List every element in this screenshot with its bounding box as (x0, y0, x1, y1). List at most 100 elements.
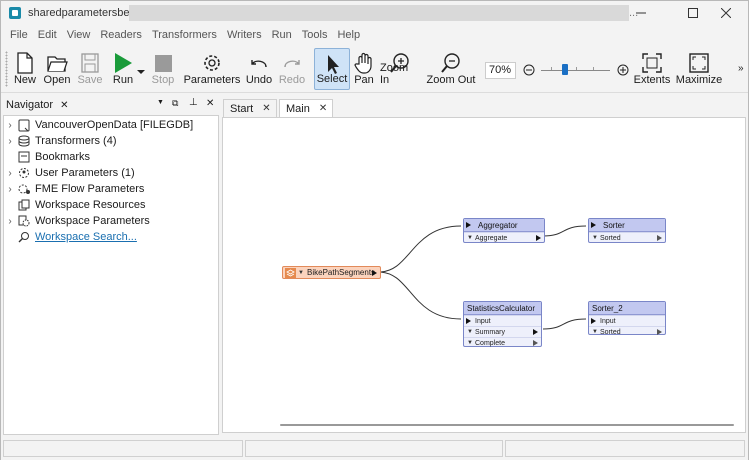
restore-button[interactable] (671, 1, 715, 25)
run-dropdown[interactable] (136, 48, 146, 90)
maximize-view-button[interactable]: Maximize (676, 48, 722, 90)
input-port-icon[interactable] (466, 222, 471, 228)
output-port-icon[interactable] (536, 235, 541, 241)
tree-item-workspace-resources[interactable]: Workspace Resources (4, 197, 145, 213)
output-port-icon[interactable] (657, 235, 662, 241)
expand-chevron-icon[interactable]: › (8, 135, 12, 147)
transformer-sorter[interactable]: Sorter ▼ Sorted (588, 218, 666, 243)
transformer-header[interactable]: Aggregator (464, 219, 544, 232)
input-port-icon[interactable] (591, 222, 596, 228)
run-label: Run (112, 74, 134, 86)
tab-start[interactable]: Start ✕ (223, 99, 277, 117)
undo-button[interactable]: Undo (244, 48, 274, 90)
zoom-slider-track[interactable] (541, 70, 610, 71)
search-icon (16, 230, 32, 244)
redo-button[interactable]: Redo (278, 48, 306, 90)
transformer-header[interactable]: Sorter_2 (589, 302, 665, 315)
close-tab-icon[interactable]: ✕ (262, 103, 271, 114)
zoom-level-field[interactable]: 70% (485, 62, 516, 79)
navigator-menu-icon[interactable]: ▼ (157, 99, 164, 106)
navigator-title: Navigator (6, 99, 54, 111)
toolbar-overflow-button[interactable]: » (738, 63, 744, 74)
select-tool-button[interactable]: Select (314, 48, 350, 90)
output-port-sorted[interactable]: ▼ Sorted (589, 232, 665, 243)
navigator-panel-close-icon[interactable]: ✕ (206, 98, 215, 109)
output-port-complete[interactable]: ▼ Complete (464, 337, 541, 348)
port-label: Sorted (600, 234, 621, 242)
tree-item-bookmarks[interactable]: Bookmarks (4, 149, 90, 165)
zoom-plus-icon[interactable] (617, 64, 629, 76)
transformer-statisticscalculator[interactable]: StatisticsCalculator Input ▼ Summary ▼ C… (463, 301, 542, 347)
minimize-button[interactable] (619, 1, 663, 25)
parameters-button[interactable]: Parameters (184, 48, 240, 90)
expand-chevron-icon[interactable]: ▼ (298, 270, 304, 276)
menu-writers[interactable]: Writers (226, 29, 262, 41)
tree-item-reader[interactable]: › VancouverOpenData [FILEGDB] (4, 117, 193, 133)
run-button[interactable]: Run (110, 48, 136, 90)
zoom-in-button[interactable]: Zoom In (380, 48, 420, 90)
output-port-icon[interactable] (533, 329, 538, 335)
menu-tools[interactable]: Tools (301, 29, 328, 41)
navigator-close-icon[interactable]: ✕ (60, 99, 69, 111)
input-port-icon[interactable] (466, 318, 471, 324)
menu-transformers[interactable]: Transformers (151, 29, 217, 41)
output-port-icon[interactable] (533, 340, 538, 346)
expand-chevron-icon[interactable]: › (8, 119, 12, 131)
port-label: Input (475, 317, 491, 325)
tree-item-label: FME Flow Parameters (35, 183, 145, 195)
transformer-aggregator[interactable]: Aggregator ▼ Aggregate (463, 218, 545, 243)
navigator-pin-icon[interactable]: ⊥ (189, 97, 198, 108)
stop-button[interactable]: Stop (149, 48, 177, 90)
gear-icon (204, 55, 220, 71)
tree-item-workspace-parameters[interactable]: › Workspace Parameters (4, 213, 149, 229)
save-button[interactable]: Save (76, 48, 104, 90)
canvas-horizontal-scrollbar[interactable] (280, 424, 734, 426)
close-window-button[interactable] (704, 1, 748, 25)
menu-file[interactable]: File (10, 29, 28, 41)
menu-run[interactable]: Run (271, 29, 292, 41)
menu-view[interactable]: View (66, 29, 91, 41)
output-port-icon[interactable] (372, 270, 377, 276)
new-file-icon (17, 52, 33, 74)
input-port-icon[interactable] (591, 318, 596, 324)
output-port-summary[interactable]: ▼ Summary (464, 326, 541, 337)
expand-chevron-icon[interactable]: › (8, 167, 12, 179)
transformer-header[interactable]: Sorter (589, 219, 665, 232)
menu-help[interactable]: Help (337, 29, 361, 41)
extents-button[interactable]: Extents (634, 48, 670, 90)
output-port-sorted[interactable]: ▼ Sorted (589, 326, 665, 337)
expand-chevron-icon[interactable]: › (8, 183, 12, 195)
chevron-down-icon: ▼ (467, 340, 473, 346)
connection-reader-statistics (378, 271, 462, 320)
workspace-search-link[interactable]: Workspace Search... (35, 231, 137, 243)
reader-feature-type[interactable]: ▼ BikePathSegments (282, 266, 381, 279)
connection-statistics-sorter2 (542, 318, 587, 330)
menu-edit[interactable]: Edit (37, 29, 57, 41)
navigator-panel: Navigator ✕ ▼ ⧉ ⊥ ✕ › VancouverOpenData … (1, 95, 220, 436)
pan-tool-button[interactable]: Pan (351, 48, 377, 90)
zoom-minus-icon[interactable] (523, 64, 535, 76)
tree-item-workspace-search[interactable]: Workspace Search... (4, 229, 137, 245)
tree-item-user-parameters[interactable]: › User Parameters (1) (4, 165, 134, 181)
window-title: sharedparametersbegin ( (28, 7, 151, 19)
tree-item-flow-parameters[interactable]: › FME Flow Parameters (4, 181, 144, 197)
title-bar: sharedparametersbegin ( ... (1, 1, 748, 25)
output-port-icon[interactable] (657, 329, 662, 335)
zoom-in-icon (390, 53, 409, 73)
expand-chevron-icon[interactable]: › (8, 215, 12, 227)
input-port-input[interactable]: Input (464, 315, 541, 326)
close-tab-icon[interactable]: ✕ (318, 103, 328, 114)
navigator-float-icon[interactable]: ⧉ (172, 98, 179, 108)
input-port-input[interactable]: Input (589, 315, 665, 326)
transformer-sorter-2[interactable]: Sorter_2 Input ▼ Sorted (588, 301, 666, 337)
zoom-out-button[interactable]: Zoom Out (426, 48, 476, 90)
menu-readers[interactable]: Readers (100, 29, 142, 41)
new-button[interactable]: New (11, 48, 39, 90)
transformer-header[interactable]: StatisticsCalculator (464, 302, 541, 315)
tab-main[interactable]: Main ✕ (279, 99, 333, 117)
tree-item-transformers[interactable]: › Transformers (4) (4, 133, 116, 149)
zoom-slider-thumb[interactable] (562, 64, 568, 75)
output-port-aggregate[interactable]: ▼ Aggregate (464, 232, 544, 243)
toolbar-grip[interactable] (5, 51, 8, 87)
open-button[interactable]: Open (42, 48, 72, 90)
